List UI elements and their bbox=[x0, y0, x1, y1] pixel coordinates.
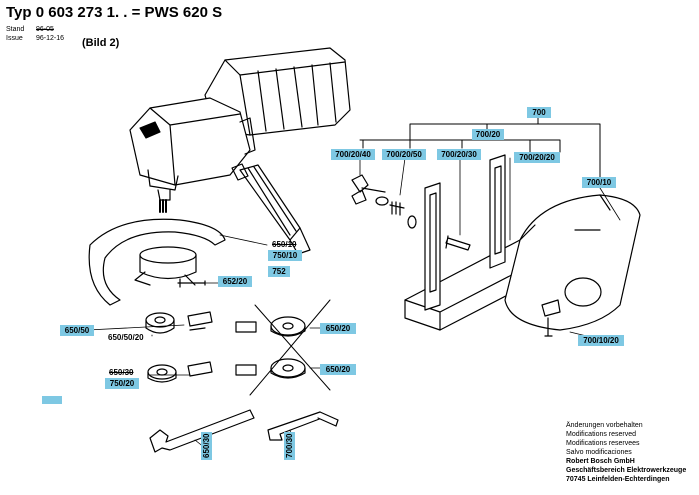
disc-illustration-a bbox=[270, 316, 306, 336]
company-address: 70745 Leinfelden-Echterdingen bbox=[566, 476, 670, 483]
part-650-10-label: 650/10 bbox=[272, 240, 297, 249]
cutting-guard-illustration bbox=[504, 194, 641, 337]
part-650-30-wrench-label: 650/30 bbox=[201, 431, 212, 460]
part-650-30-label: 650/30 bbox=[109, 368, 134, 377]
washer-illustration bbox=[375, 196, 389, 206]
document-title: Typ 0 603 273 1. . = PWS 620 S bbox=[6, 4, 223, 21]
part-700-20-20-label: 700/20/20 bbox=[514, 152, 560, 163]
hex-key-illustration bbox=[267, 411, 323, 441]
part-700-20-30-label: 700/20/30 bbox=[437, 149, 481, 160]
disc-pack-a bbox=[187, 311, 213, 331]
issue-value: 96-12-16 bbox=[36, 35, 65, 42]
stand-bolt-illustration bbox=[445, 235, 471, 251]
disc-illustration-b bbox=[270, 358, 306, 378]
note-line: Salvo modificaciones bbox=[566, 449, 632, 456]
part-750-20-label: 750/20 bbox=[105, 378, 139, 389]
part-700-20-50-label: 700/20/50 bbox=[382, 149, 426, 160]
angle-grinder-illustration bbox=[129, 47, 351, 213]
company-division: Geschäftsbereich Elektrowerkzeuge bbox=[566, 467, 687, 474]
guard-screw-illustration bbox=[177, 278, 206, 288]
part-750-10-label: 750/10 bbox=[268, 250, 302, 261]
two-pin-spanner-illustration bbox=[149, 409, 255, 453]
part-652-20-label: 652/20 bbox=[218, 276, 252, 287]
note-line: Modifications reservees bbox=[566, 440, 640, 447]
disc-pack-b bbox=[187, 361, 213, 377]
part-700-10-label: 700/10 bbox=[582, 177, 616, 188]
stand-value: 96-05 bbox=[36, 26, 54, 33]
part-700-20-40-label: 700/20/40 bbox=[331, 149, 375, 160]
part-700-10-20-label: 700/10/20 bbox=[578, 335, 624, 346]
wheel-guard-illustration bbox=[88, 218, 226, 306]
note-line: Modifications reserved bbox=[566, 431, 637, 438]
spring-illustration bbox=[389, 201, 405, 216]
side-handle-illustration bbox=[231, 163, 311, 255]
part-752-label: 752 bbox=[268, 266, 290, 277]
company-name: Robert Bosch GmbH bbox=[566, 458, 635, 465]
highlight-swatch bbox=[42, 396, 62, 404]
part-700-20-label: 700/20 bbox=[472, 129, 504, 140]
part-650-50-20-label: 650/50/20 bbox=[108, 333, 144, 342]
part-650-50-label: 650/50 bbox=[60, 325, 94, 336]
stand-label: Stand bbox=[6, 26, 25, 33]
part-700-label: 700 bbox=[527, 107, 551, 118]
notes-block: Änderungen vorbehalten Modifications res… bbox=[566, 421, 686, 484]
figure-label: (Bild 2) bbox=[82, 37, 120, 49]
part-700-30-label: 700/30 bbox=[284, 431, 295, 460]
clamping-nut-illustration bbox=[147, 364, 177, 380]
wing-bolt-illustration bbox=[351, 174, 386, 205]
issue-label: Issue bbox=[6, 35, 23, 42]
washer-illustration-b bbox=[407, 215, 417, 229]
cross-out-lines bbox=[249, 299, 331, 396]
part-650-20-label-b: 650/20 bbox=[320, 364, 356, 375]
flange-illustration bbox=[145, 312, 175, 328]
note-line: Änderungen vorbehalten bbox=[566, 422, 643, 429]
part-650-20-label-a: 650/20 bbox=[320, 323, 356, 334]
